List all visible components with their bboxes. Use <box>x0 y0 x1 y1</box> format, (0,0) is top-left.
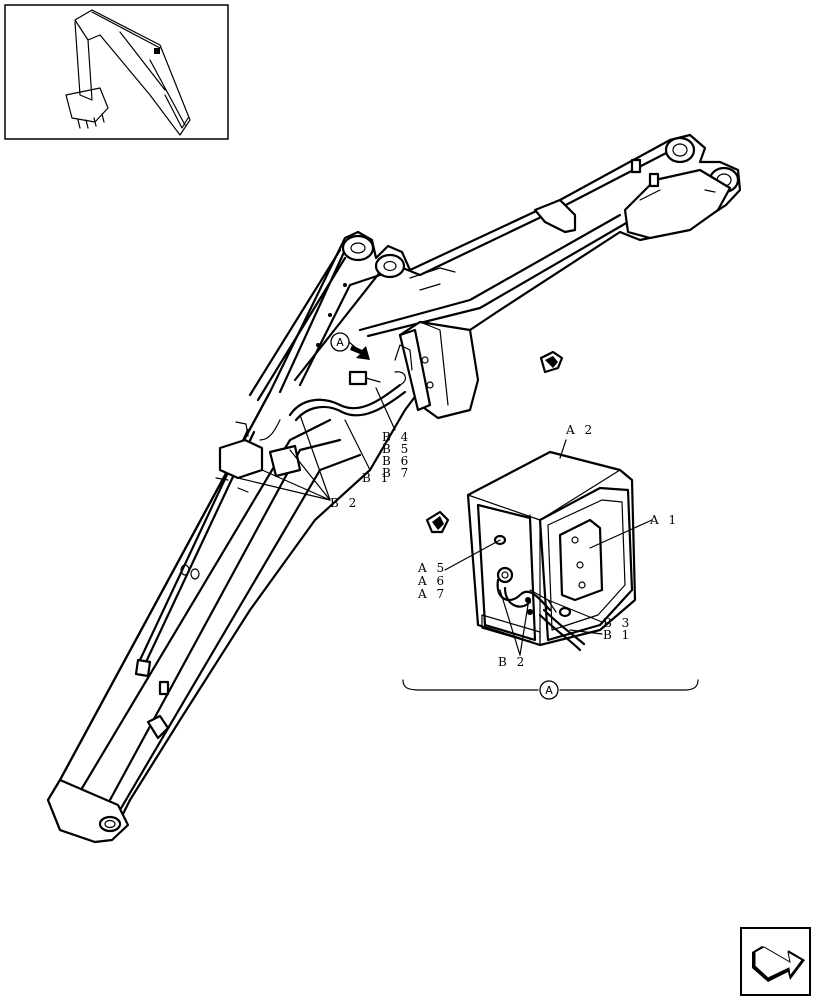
next-page-arrow-icon[interactable] <box>740 927 811 996</box>
label-a1: A 1 <box>649 513 679 527</box>
label-b5: B 5 <box>382 442 411 456</box>
boom-leaders <box>237 387 396 501</box>
detail-a-work-light <box>466 450 637 652</box>
excavator-thumbnail[interactable] <box>4 4 229 140</box>
label-b6: B 6 <box>382 454 411 468</box>
label-b1: B 1 <box>362 471 391 485</box>
detail-marker-text: A <box>336 336 344 349</box>
detail-ref-text: A <box>545 684 553 697</box>
detail-leaders <box>444 439 653 656</box>
label-b1-detail: B 1 <box>603 628 632 642</box>
label-b7: B 7 <box>382 466 411 480</box>
view-direction-arrow-icon <box>350 345 370 360</box>
detail-brace: A <box>402 679 699 700</box>
label-b4: B 4 <box>382 430 411 444</box>
boom-harness <box>259 344 413 441</box>
detail-marker-a: A <box>330 332 357 352</box>
view-direction-arrow-icon <box>425 510 450 534</box>
label-a7: A 7 <box>417 587 447 601</box>
label-a6: A 6 <box>417 574 447 588</box>
view-direction-arrow-icon <box>539 350 564 374</box>
label-b2-detail: B 2 <box>498 655 527 669</box>
work-light-on-boom <box>398 320 480 420</box>
boom <box>46 133 742 844</box>
label-b2: B 2 <box>330 496 359 510</box>
label-a5: A 5 <box>417 561 447 575</box>
label-a2: A 2 <box>565 423 595 437</box>
label-b3: B 3 <box>603 616 632 630</box>
